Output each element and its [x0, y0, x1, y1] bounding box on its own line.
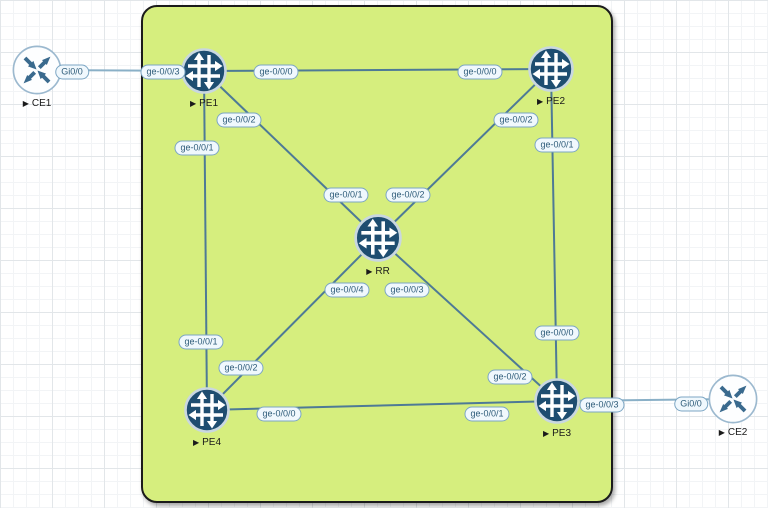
interface-label[interactable]: Gi0/0	[55, 64, 89, 80]
node-PE3[interactable]	[533, 377, 581, 425]
interface-label[interactable]: ge-0/0/1	[174, 140, 220, 156]
node-marker-icon: ▶	[542, 428, 550, 438]
node-label-RR[interactable]: ▶RR	[366, 266, 390, 277]
node-label-PE2[interactable]: ▶PE2	[537, 96, 565, 107]
link-RR-PE4[interactable]	[206, 237, 379, 411]
interface-label[interactable]: ge-0/0/2	[218, 360, 264, 376]
juniper-router-icon	[354, 214, 402, 262]
juniper-router-icon	[184, 387, 230, 433]
interface-label[interactable]: ge-0/0/1	[178, 334, 224, 350]
node-name-text: PE3	[552, 428, 572, 439]
interface-label[interactable]: ge-0/0/3	[579, 397, 625, 413]
node-label-PE3[interactable]: ▶PE3	[543, 428, 571, 439]
node-PE4[interactable]	[183, 386, 231, 434]
node-name-text: PE1	[199, 98, 219, 109]
cisco-router-icon	[708, 374, 758, 424]
link-PE1-PE4[interactable]	[203, 70, 208, 411]
node-marker-icon: ▶	[189, 98, 197, 108]
interface-label[interactable]: ge-0/0/2	[216, 112, 262, 128]
node-label-PE4[interactable]: ▶PE4	[193, 437, 221, 448]
interface-label[interactable]: ge-0/0/2	[385, 187, 431, 203]
interface-label[interactable]: ge-0/0/1	[464, 406, 510, 422]
interface-label[interactable]: ge-0/0/2	[487, 369, 533, 385]
cisco-router-icon	[12, 45, 62, 95]
node-marker-icon: ▶	[22, 98, 29, 108]
interface-label[interactable]: ge-0/0/0	[256, 406, 302, 422]
interface-label[interactable]: ge-0/0/3	[384, 282, 430, 298]
node-CE1[interactable]	[12, 45, 62, 95]
link-PE1-RR[interactable]	[203, 70, 379, 239]
node-PE2[interactable]	[527, 45, 575, 93]
node-name-text: CE1	[31, 98, 52, 109]
juniper-router-icon	[181, 48, 227, 94]
interface-label[interactable]: ge-0/0/0	[253, 64, 299, 80]
interface-label[interactable]: ge-0/0/1	[534, 137, 580, 153]
interface-label[interactable]: ge-0/0/0	[534, 325, 580, 341]
node-CE2[interactable]	[708, 374, 758, 424]
interface-label[interactable]: ge-0/0/3	[140, 64, 186, 80]
juniper-router-icon	[528, 46, 574, 92]
interface-label[interactable]: ge-0/0/4	[324, 282, 370, 298]
node-marker-icon: ▶	[192, 437, 200, 447]
node-PE1[interactable]	[180, 47, 228, 95]
interface-label[interactable]: ge-0/0/1	[323, 187, 369, 203]
node-marker-icon: ▶	[536, 96, 544, 106]
node-name-text: PE2	[546, 96, 566, 107]
node-name-text: CE2	[727, 427, 748, 438]
node-name-text: RR	[375, 266, 390, 277]
interface-label[interactable]: Gi0/0	[674, 396, 708, 412]
node-label-CE1[interactable]: ▶CE1	[23, 98, 52, 109]
interface-label[interactable]: ge-0/0/0	[457, 64, 503, 80]
interface-label[interactable]: ge-0/0/2	[493, 112, 539, 128]
node-marker-icon: ▶	[366, 266, 373, 276]
juniper-router-icon	[534, 378, 580, 424]
node-marker-icon: ▶	[718, 427, 725, 437]
node-RR[interactable]	[353, 213, 403, 263]
node-name-text: PE4	[202, 437, 222, 448]
link-PE2-PE3[interactable]	[550, 68, 558, 402]
link-PE2-RR[interactable]	[377, 68, 552, 239]
node-label-CE2[interactable]: ▶CE2	[719, 427, 748, 438]
node-label-PE1[interactable]: ▶PE1	[190, 98, 218, 109]
